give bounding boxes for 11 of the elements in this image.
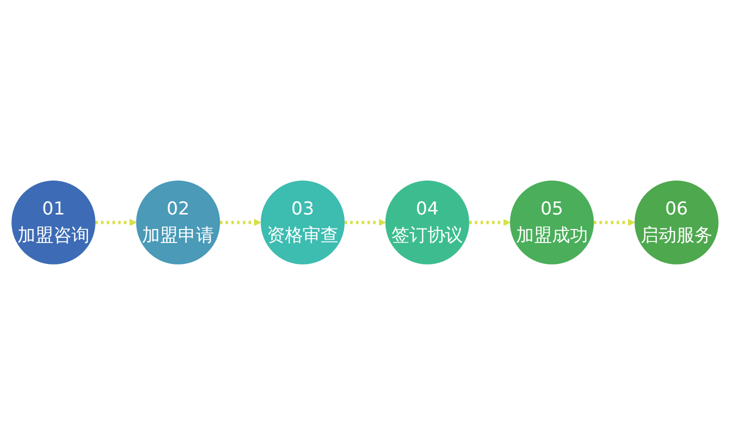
node-circle: 04 签订协议 bbox=[385, 180, 470, 264]
node-circle: 01 加盟咨询 bbox=[12, 180, 96, 264]
node-circle: 03 资格审查 bbox=[260, 180, 345, 264]
node-circle: 05 加盟成功 bbox=[510, 180, 594, 264]
arrow bbox=[220, 218, 262, 226]
arrow bbox=[594, 218, 635, 226]
arrow bbox=[344, 218, 386, 226]
arrow bbox=[469, 218, 510, 226]
arrow bbox=[95, 218, 136, 226]
node-circle: 02 加盟申请 bbox=[136, 180, 220, 264]
node-circle: 06 启动服务 bbox=[634, 180, 718, 264]
